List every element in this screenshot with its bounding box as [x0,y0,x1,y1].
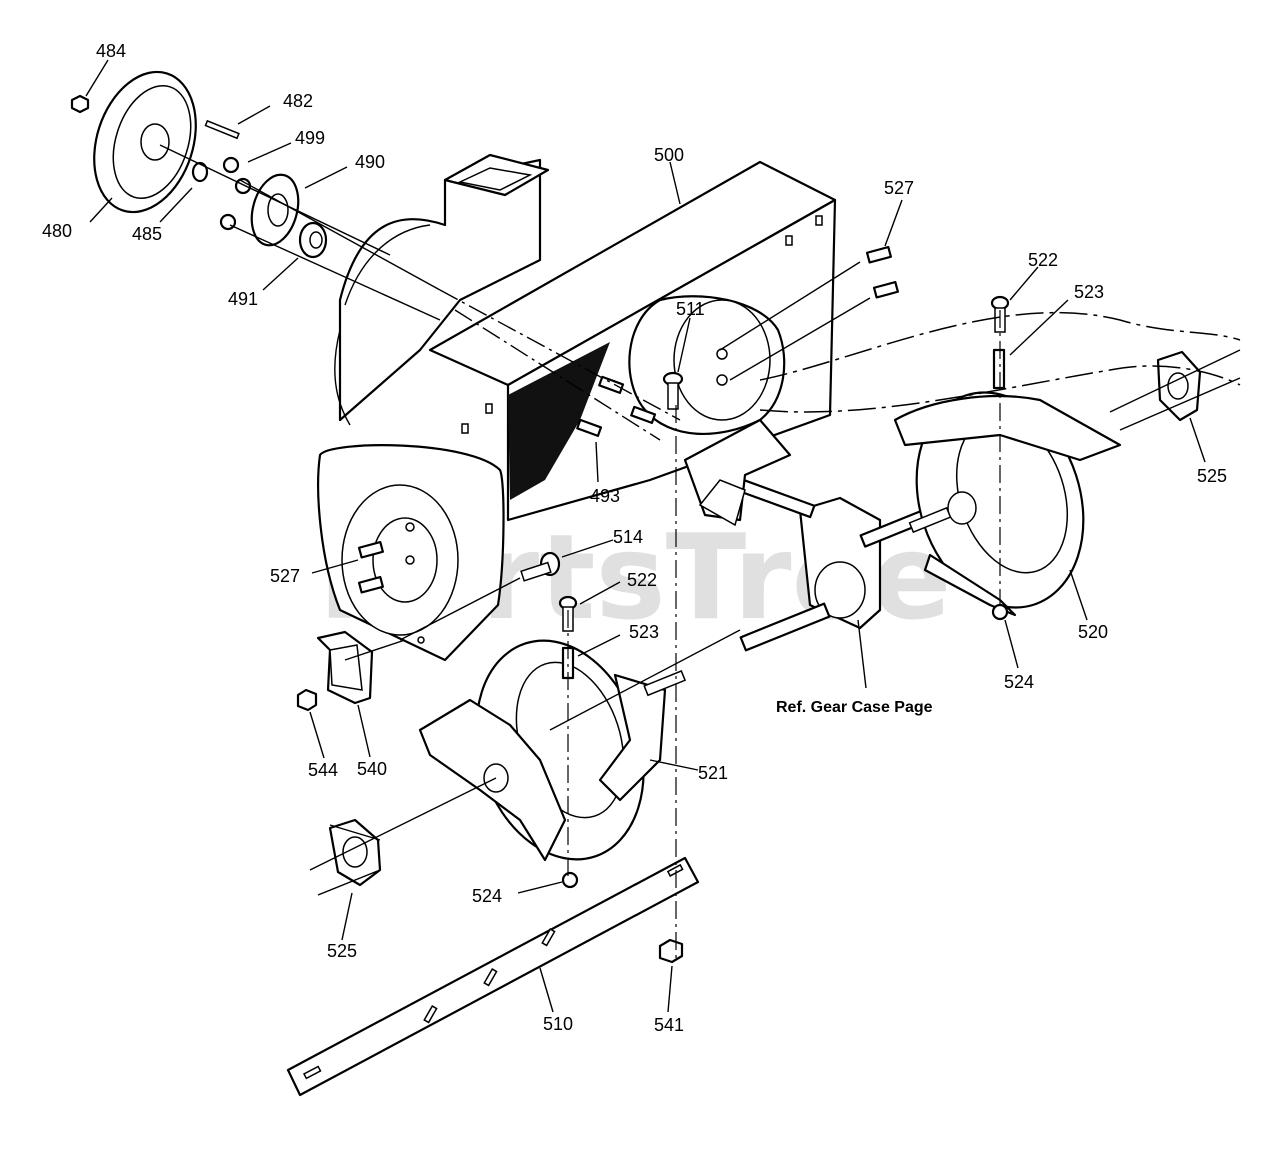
callout-541: 541 [654,1015,684,1035]
shoulder-bolt-511 [662,371,684,410]
nut-541 [658,938,684,964]
skid-540 [316,630,374,705]
callout-522-right: 522 [1028,250,1058,270]
callout-520: 520 [1078,622,1108,642]
leader-lines [85,59,1206,1013]
callout-525-left: 525 [327,941,357,961]
callout-544: 544 [308,760,338,780]
callout-labels: 484 482 499 490 480 485 491 500 527 522 … [42,41,1227,1035]
gear-case [724,473,941,652]
nut-524-right [991,603,1009,621]
callout-490: 490 [355,152,385,172]
key-482 [204,119,240,140]
callout-523-right: 523 [1074,282,1104,302]
callout-527-right: 527 [884,178,914,198]
callout-524-right: 524 [1004,672,1034,692]
callout-523-left: 523 [629,622,659,642]
callout-485: 485 [132,224,162,244]
spacer-523-right [992,348,1006,390]
callout-510: 510 [543,1014,573,1034]
callout-522-left: 522 [627,570,657,590]
pulley-480 [93,70,197,214]
bearing-flange-525-left [328,818,382,887]
callout-480: 480 [42,221,72,241]
callout-493: 493 [590,486,620,506]
callout-514: 514 [613,527,643,547]
callout-524-left: 524 [472,886,502,906]
callout-491: 491 [228,289,258,309]
hardware-484 [70,94,90,114]
bolt-514 [520,551,561,582]
shave-plate-510 [286,856,700,1097]
callout-527-left: 527 [270,566,300,586]
impeller-511 [683,418,792,527]
carriage-bolts-527-right [865,245,899,299]
callout-540: 540 [357,759,387,779]
assembly-lines [159,144,1241,960]
callout-521: 521 [698,763,728,783]
nut-524-left [561,871,579,889]
nuts-499 [219,156,252,231]
callout-484: 484 [96,41,126,61]
carriage-bolts-527-left [357,540,384,594]
bearing-491 [298,221,328,259]
callout-500: 500 [654,145,684,165]
callout-499: 499 [295,128,325,148]
callout-482: 482 [283,91,313,111]
reference-note: Ref. Gear Case Page [776,699,933,716]
left-auger-521 [418,639,687,862]
spacer-485 [191,161,209,183]
callout-525-right: 525 [1197,466,1227,486]
callout-511: 511 [676,299,705,319]
nut-544 [296,688,318,712]
